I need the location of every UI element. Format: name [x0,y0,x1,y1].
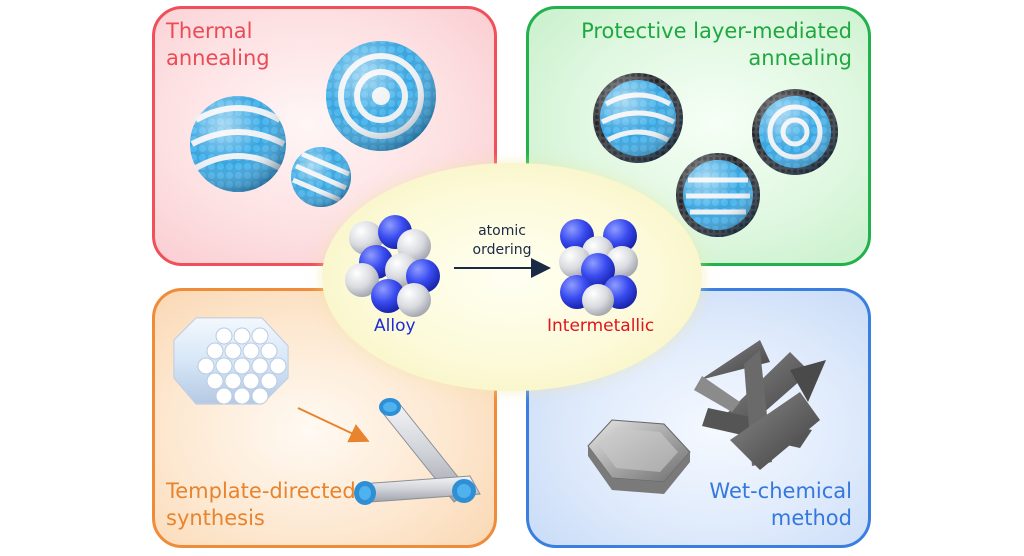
thermal-annealing-title: Thermal annealing [166,19,270,70]
unit-cell-icon [345,215,440,317]
atomic-ordering-label: atomic ordering [472,223,532,258]
template-directed-title: Template-directed synthesis [166,479,356,530]
nanowire-bundle-icon [173,317,289,405]
unit-cell-icon [559,219,638,316]
template-arrow [297,407,370,443]
alloy-label: Alloy [374,316,416,336]
flower-nanostructure-icon [694,340,826,470]
wet-chemical-title: Wet-chemical method [709,479,852,530]
nanoparticle-sphere-icon [190,96,286,192]
hexagonal-plate-icon [587,419,691,494]
coated-nanoparticle-icon [752,89,838,175]
protective-annealing-title: Protective layer-mediated annealing [581,19,852,70]
nanoparticle-sphere-icon [326,41,436,151]
intermetallic-label: Intermetallic [547,316,655,336]
center-ellipse [322,163,702,391]
coated-nanoparticle-icon [593,73,683,163]
nanowire-icon [354,475,481,505]
nanoparticle-sphere-icon [291,147,351,207]
coated-nanoparticle-icon [676,153,760,237]
